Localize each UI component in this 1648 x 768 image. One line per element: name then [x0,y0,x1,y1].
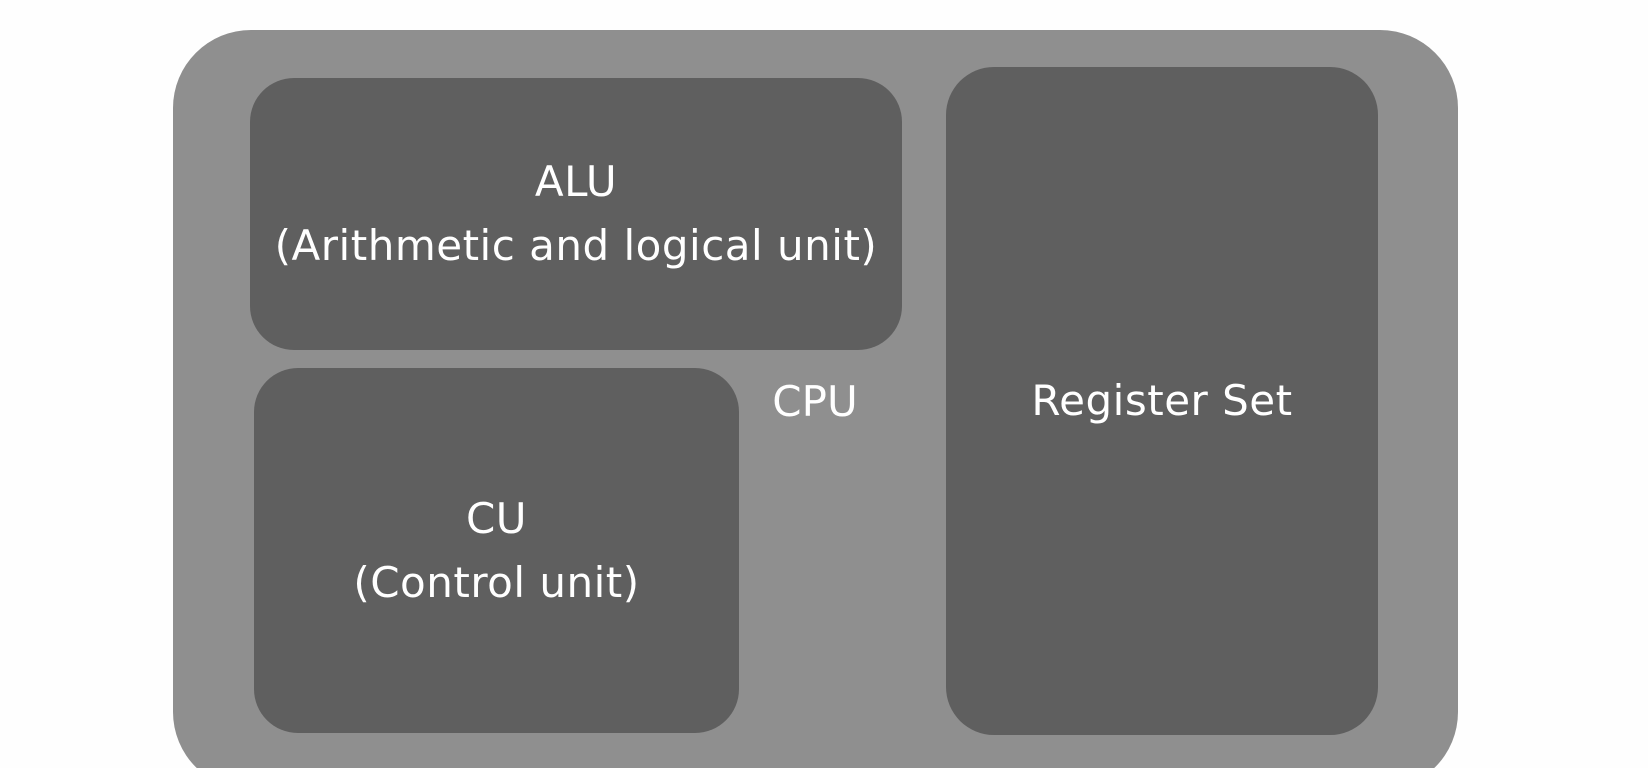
cpu-label: CPU [772,377,858,426]
alu-title: ALU [534,157,618,206]
register-set-title: Register Set [1031,376,1293,425]
cu-block: CU (Control unit) [254,368,739,733]
cu-subtitle: (Control unit) [353,557,640,607]
cu-title: CU [465,493,528,543]
register-set-block: Register Set [946,67,1378,735]
alu-block: ALU (Arithmetic and logical unit) [250,78,902,350]
alu-subtitle: (Arithmetic and logical unit) [274,221,878,270]
